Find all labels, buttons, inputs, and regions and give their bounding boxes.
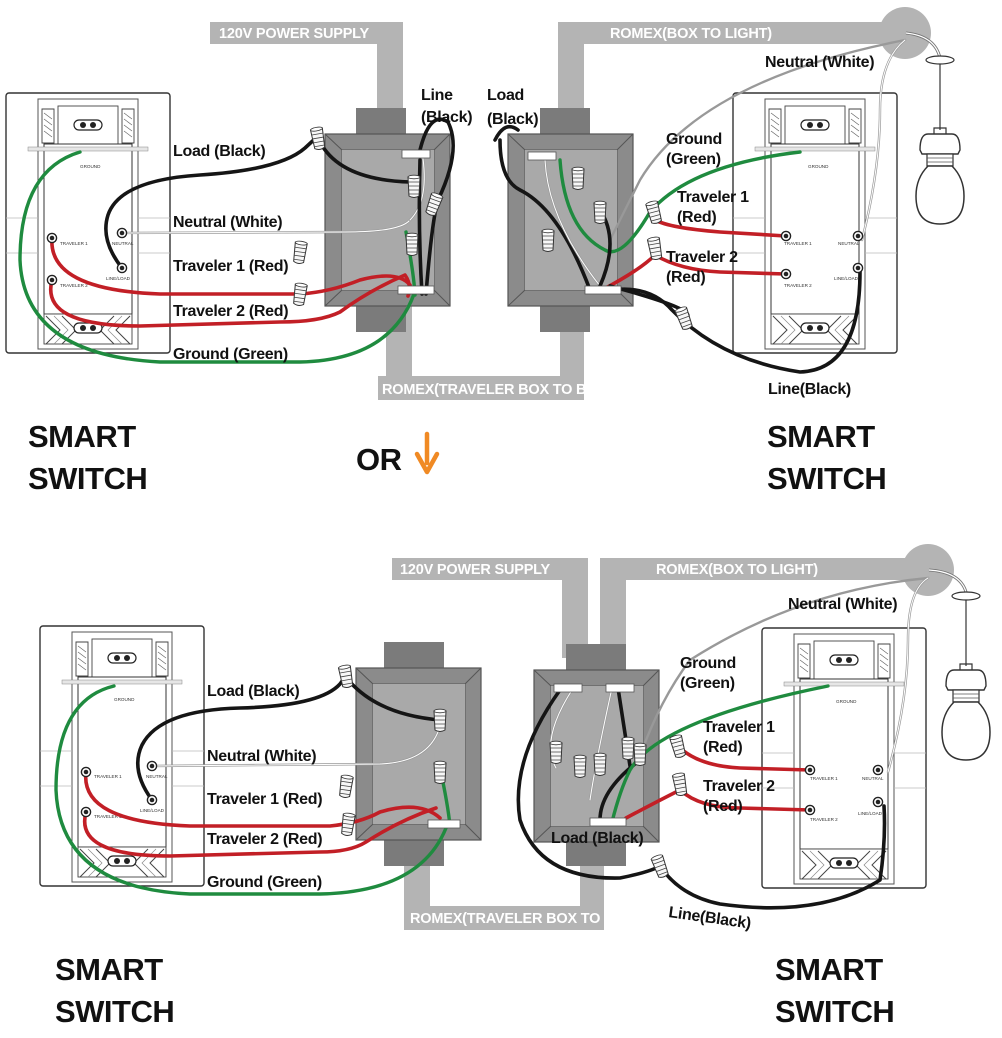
top-ground-green-paren-label: (Green) bbox=[666, 151, 721, 168]
bottom-diagram: 120V POWER SUPPLY ROMEX(BOX TO LIGHT) RO… bbox=[39, 544, 991, 1029]
top-left-terminal-neutral: NEUTRAL bbox=[112, 241, 134, 246]
top-left-terminal-traveler1: TRAVELER 1 bbox=[60, 241, 88, 246]
top-left-smart-title: SMART bbox=[28, 419, 136, 454]
bottom-traveler2-label: Traveler 2 (Red) bbox=[207, 831, 322, 848]
bottom-right-terminal-traveler2: TRAVELER 2 bbox=[810, 817, 838, 822]
top-line-black-right-label: Line(Black) bbox=[768, 381, 851, 398]
top-diagram: 120V POWER SUPPLY ROMEX(BOX TO LIGHT) RO… bbox=[5, 7, 965, 496]
top-line-label: Line bbox=[421, 87, 453, 104]
top-ground-right-label: Ground bbox=[666, 131, 722, 148]
bottom-left-terminal-neutral: NEUTRAL bbox=[146, 774, 168, 779]
top-right-switch-title: SWITCH bbox=[767, 461, 886, 496]
top-traveler1-label: Traveler 1 (Red) bbox=[173, 258, 288, 275]
top-romex-power-supply: 120V POWER SUPPLY bbox=[210, 22, 403, 122]
top-left-terminal-traveler2: TRAVELER 2 bbox=[60, 283, 88, 288]
bottom-neutral-white-label: Neutral (White) bbox=[207, 748, 316, 765]
bottom-traveler1-right-label: Traveler 1 bbox=[703, 719, 775, 736]
bottom-romex-power-supply: 120V POWER SUPPLY bbox=[392, 558, 588, 658]
bottom-left-switch-title: SWITCH bbox=[55, 994, 174, 1029]
top-left-smart-switch: GROUND TRAVELER 1 NEUTRAL TRAVELER 2 LIN… bbox=[5, 92, 171, 354]
or-divider: OR bbox=[356, 431, 440, 477]
bottom-traveler-label: ROMEX(TRAVELER BOX TO BOX) bbox=[410, 911, 640, 927]
bottom-light-bulb bbox=[928, 568, 991, 761]
top-power-supply-label: 120V POWER SUPPLY bbox=[219, 26, 370, 42]
bottom-right-terminal-traveler1: TRAVELER 1 bbox=[810, 776, 838, 781]
top-box-to-light-label: ROMEX(BOX TO LIGHT) bbox=[610, 26, 772, 42]
bottom-left-terminal-traveler2: TRAVELER 2 bbox=[94, 814, 122, 819]
top-traveler1-right-label: Traveler 1 bbox=[677, 189, 749, 206]
top-load-black-paren-label: (Black) bbox=[487, 111, 538, 128]
bottom-left-terminal-traveler1: TRAVELER 1 bbox=[94, 774, 122, 779]
bottom-traveler1-label: Traveler 1 (Red) bbox=[207, 791, 322, 808]
bottom-right-smart-switch: GROUND TRAVELER 1 NEUTRAL TRAVELER 2 LIN… bbox=[761, 627, 927, 889]
bottom-left-terminal-ground: GROUND bbox=[114, 697, 135, 702]
bottom-ground-right-label: Ground bbox=[680, 655, 736, 672]
top-neutral-right-label: Neutral (White) bbox=[765, 54, 874, 71]
top-neutral-white-label: Neutral (White) bbox=[173, 214, 282, 231]
top-right-terminal-traveler1: TRAVELER 1 bbox=[784, 241, 812, 246]
bottom-neutral-right-label: Neutral (White) bbox=[788, 596, 897, 613]
top-left-switch-title: SWITCH bbox=[28, 461, 147, 496]
bottom-right-terminal-neutral: NEUTRAL bbox=[862, 776, 884, 781]
bottom-left-terminal-line-load: LINE/LOAD bbox=[140, 808, 165, 813]
bottom-ground-label: Ground (Green) bbox=[207, 874, 322, 891]
bottom-right-switch-title: SWITCH bbox=[775, 994, 894, 1029]
bottom-traveler2-right-label: Traveler 2 bbox=[703, 778, 775, 795]
bottom-traveler1-red-paren-label: (Red) bbox=[703, 739, 742, 756]
top-right-terminal-line-load: LINE/LOAD bbox=[834, 276, 859, 281]
bottom-traveler2-red-paren-label: (Red) bbox=[703, 798, 742, 815]
top-right-smart-switch: GROUND TRAVELER 1 NEUTRAL TRAVELER 2 LIN… bbox=[732, 92, 898, 354]
top-right-terminal-ground: GROUND bbox=[808, 164, 829, 169]
bottom-power-supply-label: 120V POWER SUPPLY bbox=[400, 562, 551, 578]
top-right-junction-box bbox=[507, 108, 634, 332]
bottom-right-smart-title: SMART bbox=[775, 952, 883, 987]
top-left-terminal-line-load: LINE/LOAD bbox=[106, 276, 131, 281]
top-romex-box-to-light: ROMEX(BOX TO LIGHT) bbox=[558, 7, 931, 122]
down-arrow-icon bbox=[414, 431, 440, 475]
top-line-black-label: (Black) bbox=[421, 109, 472, 126]
top-traveler-label: ROMEX(TRAVELER BOX TO BOX) bbox=[382, 382, 612, 398]
bottom-left-smart-title: SMART bbox=[55, 952, 163, 987]
bottom-ground-green-paren-label: (Green) bbox=[680, 675, 735, 692]
bottom-load-black-label: Load (Black) bbox=[207, 683, 299, 700]
bottom-right-terminal-ground: GROUND bbox=[836, 699, 857, 704]
top-light-bulb bbox=[905, 31, 965, 225]
bottom-left-smart-switch: GROUND TRAVELER 1 NEUTRAL TRAVELER 2 LIN… bbox=[39, 625, 205, 887]
top-traveler2-red-paren-label: (Red) bbox=[666, 269, 705, 286]
top-load-label: Load bbox=[487, 87, 524, 104]
top-right-smart-title: SMART bbox=[767, 419, 875, 454]
top-ground-label: Ground (Green) bbox=[173, 346, 288, 363]
bottom-box-to-light-label: ROMEX(BOX TO LIGHT) bbox=[656, 562, 818, 578]
bottom-right-terminal-line-load: LINE/LOAD bbox=[858, 811, 883, 816]
top-load-black-label: Load (Black) bbox=[173, 143, 265, 160]
bottom-romex-box-to-light: ROMEX(BOX TO LIGHT) bbox=[600, 544, 954, 658]
top-traveler1-red-paren-label: (Red) bbox=[677, 209, 716, 226]
top-right-terminal-neutral: NEUTRAL bbox=[838, 241, 860, 246]
top-left-terminal-ground: GROUND bbox=[80, 164, 101, 169]
top-traveler2-label: Traveler 2 (Red) bbox=[173, 303, 288, 320]
top-left-junction-box bbox=[324, 108, 451, 332]
or-label: OR bbox=[356, 442, 402, 477]
top-traveler2-right-label: Traveler 2 bbox=[666, 249, 738, 266]
top-right-terminal-traveler2: TRAVELER 2 bbox=[784, 283, 812, 288]
bottom-load-black-box-label: Load (Black) bbox=[551, 830, 643, 847]
bottom-line-black-label: Line(Black) bbox=[667, 904, 752, 932]
bottom-left-junction-box bbox=[355, 642, 482, 866]
